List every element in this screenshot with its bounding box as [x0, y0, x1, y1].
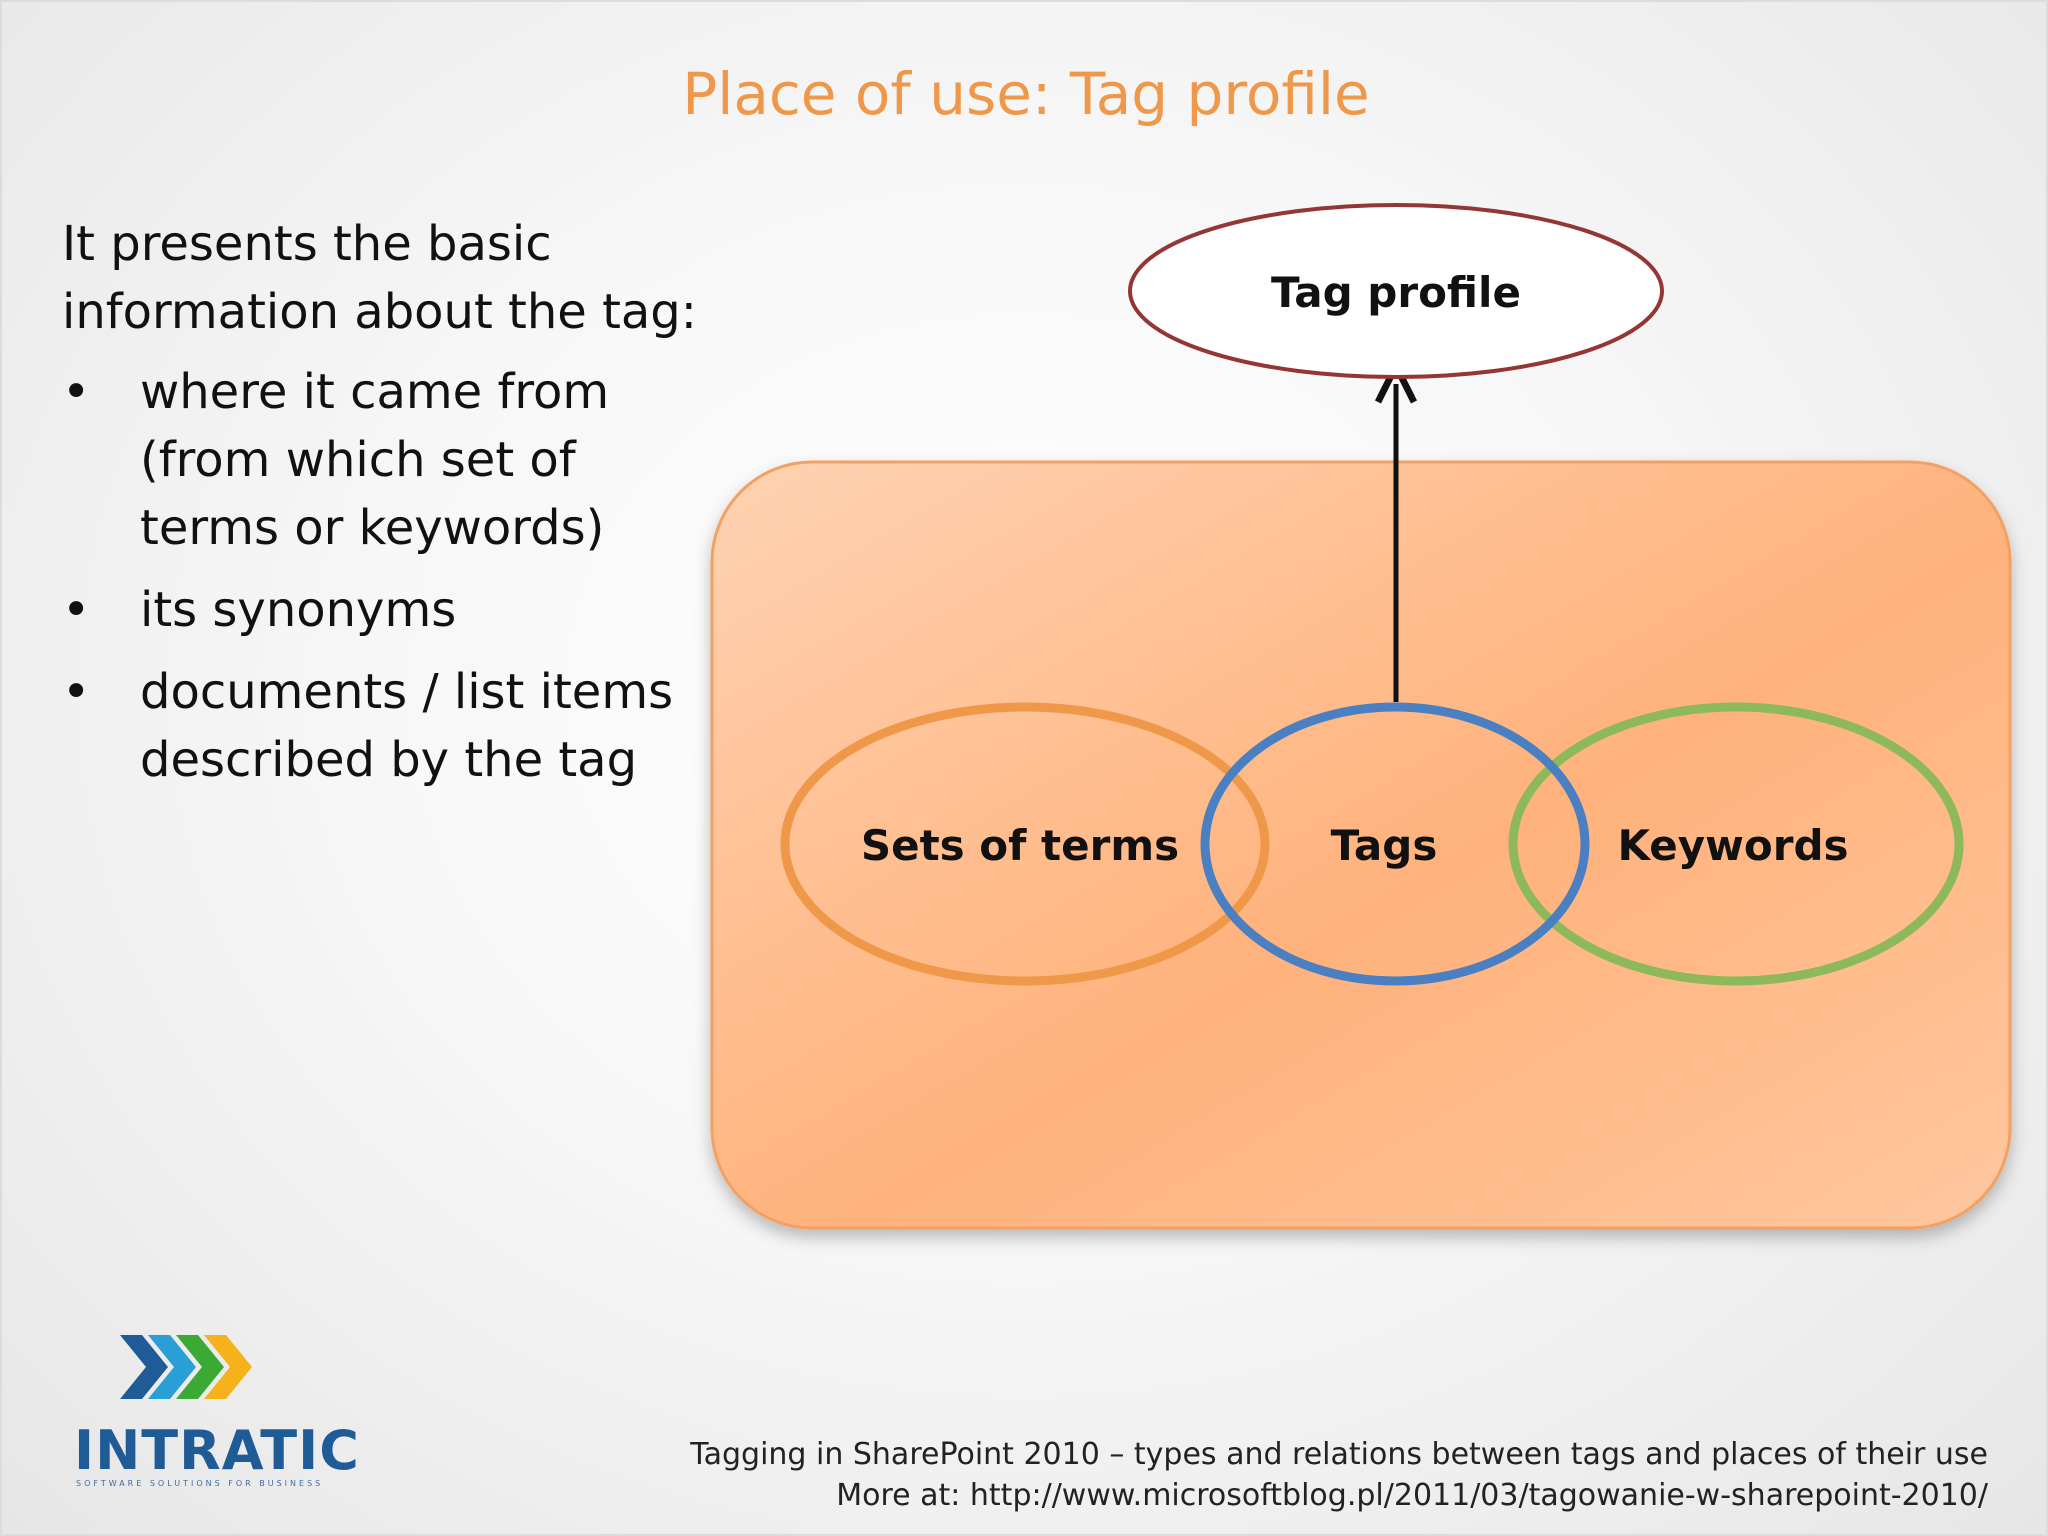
description-text: It presents the basic information about …: [62, 210, 722, 808]
bullet-item: • documents / list items described by th…: [62, 658, 722, 794]
keywords-ellipse: [1508, 702, 1964, 986]
logo-name: INTRATIC: [74, 1419, 360, 1482]
keywords-label: Keywords: [1617, 821, 1848, 870]
bullet-text: documents / list items described by the …: [140, 664, 674, 788]
tag-profile-label: Tag profile: [1271, 268, 1521, 317]
footer-line-1: Tagging in SharePoint 2010 – types and r…: [690, 1437, 1988, 1472]
slide-title: Place of use: Tag profile: [682, 60, 1370, 128]
tags-label: Tags: [1331, 821, 1438, 870]
bullet-item: • its synonyms: [62, 576, 722, 644]
tags-ellipse: [1200, 702, 1590, 986]
container-box: [710, 460, 2012, 1230]
bullet-item: • where it came from (from which set of …: [62, 358, 722, 562]
footer-line-2: More at: http://www.microsoftblog.pl/201…: [836, 1478, 1988, 1513]
company-logo: INTRATIC SOFTWARE SOLUTIONS FOR BUSINESS: [74, 1327, 359, 1488]
tag-profile-ellipse: [1128, 203, 1664, 379]
intro-paragraph: It presents the basic information about …: [62, 216, 697, 340]
bullet-list: • where it came from (from which set of …: [62, 358, 722, 794]
bullet-text: its synonyms: [140, 582, 457, 638]
sets-of-terms-ellipse: [780, 702, 1270, 986]
logo-tagline: SOFTWARE SOLUTIONS FOR BUSINESS: [76, 1479, 324, 1488]
bullet-icon: •: [62, 664, 91, 720]
bullet-icon: •: [62, 364, 91, 420]
chevrons-icon: [120, 1335, 252, 1399]
bullet-icon: •: [62, 582, 91, 638]
footer-source: Tagging in SharePoint 2010 – types and r…: [690, 1434, 1988, 1516]
sets-of-terms-label: Sets of terms: [861, 821, 1179, 870]
bullet-text: where it came from (from which set of te…: [140, 364, 610, 556]
